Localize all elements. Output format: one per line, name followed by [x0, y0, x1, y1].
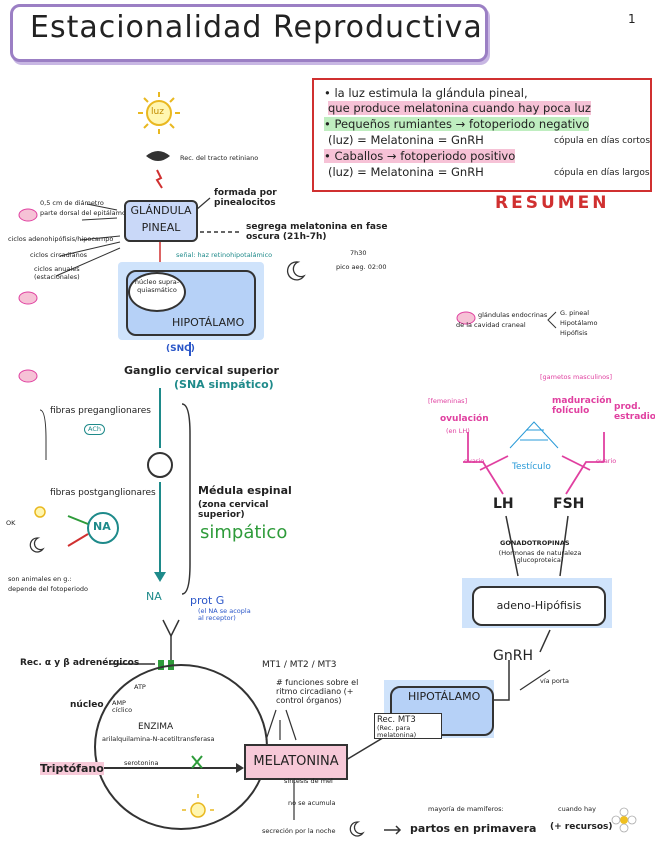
- brain-icon-3: [19, 370, 37, 382]
- partos-label: partos en primavera: [410, 822, 536, 835]
- nucleo-supraquiasmatico: núcleo supra-quiasmático: [128, 272, 186, 312]
- hipofisis-list-label: Hipófisis: [560, 330, 587, 337]
- formada-label: formada por pinealocitos: [214, 188, 280, 208]
- gnrh-label: GnRH: [493, 648, 533, 664]
- small-moon-icon: [30, 538, 43, 552]
- ok-label: OK: [6, 520, 15, 527]
- medula-label-2: (zona cervical superior): [198, 500, 288, 520]
- mayoria-label: mayoría de mamíferos:: [428, 806, 504, 813]
- depende-label: depende del fotoperiodo: [8, 586, 88, 593]
- gonadotropinas-sub: (Hormonas de naturaleza glucoproteica): [490, 550, 590, 565]
- enzima-sub: arilalquilamina-N-acetiltransferasa: [102, 736, 214, 743]
- flower-icon: [612, 808, 636, 832]
- atp-label: ATP: [134, 684, 146, 691]
- femeninas-label: [femeninas]: [428, 398, 467, 405]
- na-circle-label: NA: [93, 520, 111, 533]
- ach-badge: ACh: [84, 424, 105, 435]
- adenohipofisis-box: adeno-Hipófisis: [472, 586, 606, 626]
- ciclos3b-label: (estacionales): [34, 274, 80, 281]
- ciclos2-label: ciclos circadianos: [30, 252, 87, 259]
- times-label: 7h30: [350, 250, 367, 257]
- ciclos1-label: ciclos adenohipófisis/hipocampo: [8, 236, 113, 243]
- cuando-label: cuando hay: [558, 806, 596, 813]
- no-acumula-label: no se acumula: [288, 800, 336, 807]
- parte-label: parte dorsal del epitálamo: [40, 210, 126, 217]
- rec-tracto-label: Rec. del tracto retiniano: [180, 155, 258, 162]
- senal-label: señal: haz retinohipotalámico: [176, 252, 272, 259]
- na-label: NA: [146, 590, 162, 603]
- eye-icon: [146, 151, 170, 161]
- medula-label-1: Médula espinal: [198, 484, 292, 497]
- mt-label: MT1 / MT2 / MT3: [262, 660, 336, 670]
- glandulas-label-1: glándulas endocrinas: [478, 312, 547, 319]
- via-porta-label: vía porta: [540, 678, 569, 685]
- triptofano-label: Triptófano: [40, 762, 104, 775]
- brain-icon: [19, 209, 37, 221]
- brain-icon-2: [19, 292, 37, 304]
- moon-icon: [288, 262, 304, 280]
- serotonina-label: serotonina: [124, 760, 158, 767]
- prot-g-label: prot G: [190, 594, 224, 607]
- prot-g-sub: (el NA se acopla al receptor): [198, 608, 254, 623]
- medidas-label: 0,5 cm de diámetro: [40, 200, 104, 207]
- melatonina-box: MELATONINA: [244, 744, 348, 780]
- masculinas-label: [gametos masculinos]: [540, 374, 612, 381]
- ovulacion-label: ovulación: [440, 414, 489, 424]
- funciones-label: # funciones sobre el ritmo circadiano (+…: [276, 678, 372, 706]
- hipotalamo2-label: HIPOTÁLAMO: [408, 690, 480, 703]
- night-moon-icon: [350, 822, 363, 836]
- g-pineal-label: G. pineal: [560, 310, 589, 317]
- recursos-label: (+ recursos): [550, 822, 613, 832]
- fsh-label: FSH: [553, 496, 584, 512]
- animales-label: son animales en g.:: [8, 576, 72, 583]
- fibras-post-label: fibras postganglionares: [50, 488, 156, 498]
- rec-mt3-sub: (Rec. para melatonina): [377, 725, 439, 740]
- secreta-label: segrega melatonina en fase oscura (21h-7…: [246, 222, 396, 242]
- secrecion-label: secreción por la noche: [262, 828, 336, 835]
- rec-mt3-box: Rec. MT3 (Rec. para melatonina): [374, 713, 442, 739]
- amp-label: AMP cíclico: [112, 700, 136, 715]
- ganglio-label: Ganglio cervical superior: [124, 364, 279, 377]
- hipotalamo-list-label: Hipotálamo: [560, 320, 597, 327]
- fibras-pre-label: fibras preganglionares: [50, 406, 151, 416]
- luz-label: luz: [151, 107, 164, 117]
- hipotalamo-label: HIPOTÁLAMO: [172, 316, 244, 329]
- glandula-pineal-box: GLÁNDULA PINEAL: [124, 200, 198, 242]
- ovario-label-1: ovario: [464, 458, 484, 465]
- simpatico-label: simpático: [200, 522, 287, 543]
- nucleo-label: núcleo: [70, 700, 104, 710]
- pico-label: pico aeg. 02:00: [336, 264, 387, 271]
- glandulas-label-2: de la cavidad craneal: [456, 322, 526, 329]
- ovulacion-sub: (en LH): [446, 428, 470, 435]
- pinealocito-cell: [94, 664, 268, 830]
- prod-label: prod. estradiol: [614, 402, 654, 422]
- sintesis-label: síntesis de mel: [284, 778, 333, 785]
- gonadotropinas-label: GONADOTROPINAS: [500, 540, 570, 547]
- maduracion-label: maduración folículo: [552, 396, 606, 416]
- sna-label: (SNA simpático): [174, 378, 274, 391]
- enzima-label: ENZIMA: [138, 722, 173, 732]
- rec-adren-label: Rec. α y β adrenérgicos: [20, 658, 139, 668]
- ovario-label-2: ovario: [596, 458, 616, 465]
- red-arrow: [157, 170, 162, 188]
- testiculo-label: Testículo: [512, 462, 551, 472]
- small-sun-icon: [35, 507, 45, 517]
- lh-label: LH: [493, 496, 514, 512]
- snc-label: (SNC): [166, 344, 195, 354]
